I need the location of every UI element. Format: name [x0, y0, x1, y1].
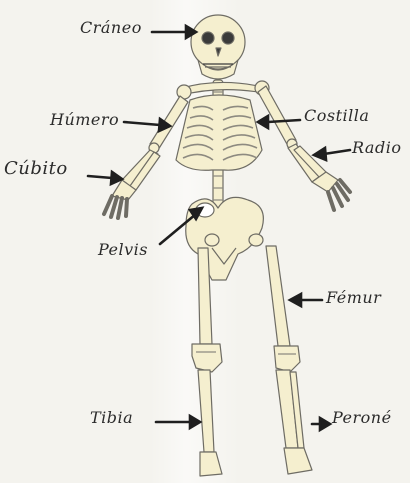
label-tibia: Tibia — [90, 408, 133, 427]
arrow-perone — [312, 418, 330, 430]
label-craneo: Cráneo — [80, 18, 142, 37]
left-foot — [200, 452, 222, 476]
label-humero: Húmero — [50, 110, 119, 129]
left-tibia — [198, 370, 214, 452]
arrow-craneo — [152, 26, 196, 38]
skull — [191, 15, 245, 79]
label-femur: Fémur — [326, 288, 381, 307]
label-perone: Peroné — [332, 408, 392, 427]
arrow-femur — [290, 294, 322, 306]
left-knee — [192, 344, 222, 372]
label-pelvis: Pelvis — [98, 240, 148, 259]
label-costilla: Costilla — [304, 106, 369, 125]
rib-cage — [176, 95, 262, 170]
label-radio: Radio — [352, 138, 401, 157]
right-femur — [266, 246, 290, 346]
right-arm — [258, 86, 350, 210]
right-knee — [274, 346, 300, 372]
arrow-tibia — [156, 416, 200, 428]
arrow-cubito — [88, 172, 122, 184]
label-cubito: Cúbito — [4, 158, 68, 179]
right-foot — [284, 448, 312, 474]
arrow-humero — [124, 119, 170, 131]
arrow-radio — [314, 148, 350, 160]
